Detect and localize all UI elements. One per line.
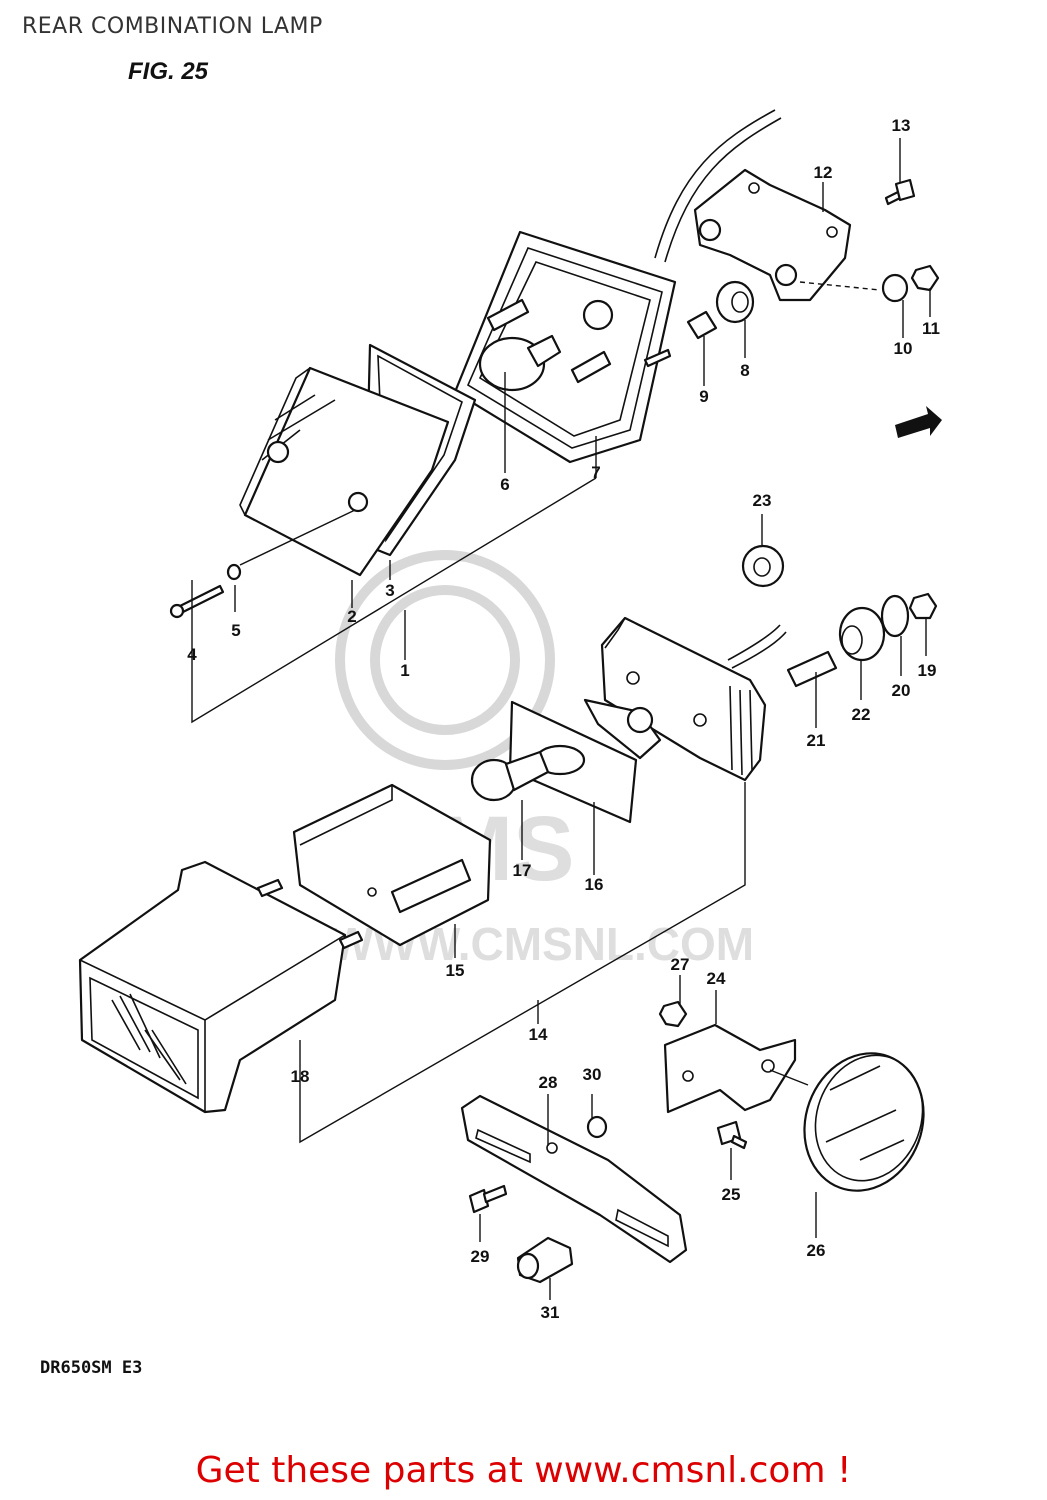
label-20: 20: [892, 681, 911, 700]
label-16: 16: [585, 875, 604, 894]
part-2-lens: [239, 366, 450, 577]
part-number-labels: 1 2 3 4 5 6 7 8 9 10 11 12 13 14 15 16 1…: [187, 116, 940, 1322]
part-25-screw: [716, 1120, 748, 1150]
label-31: 31: [541, 1303, 560, 1322]
label-14: 14: [529, 1025, 548, 1044]
label-11: 11: [922, 319, 940, 338]
leader-lines: [191, 138, 931, 1300]
label-5: 5: [231, 621, 240, 640]
label-22: 22: [852, 705, 871, 724]
label-2: 2: [347, 607, 356, 626]
exploded-parts-diagram: CMS WWW.CMSNL.COM: [78, 109, 942, 1322]
label-18: 18: [291, 1067, 310, 1086]
part-4-screw: [169, 584, 225, 619]
label-1: 1: [400, 661, 409, 680]
wire: [654, 109, 776, 259]
part-17-bulb: [470, 750, 550, 802]
part-20-washer: [880, 594, 910, 638]
label-3: 3: [385, 581, 394, 600]
label-15: 15: [446, 961, 465, 980]
part-13-bolt: [884, 178, 916, 206]
part-30-washer: [586, 1115, 608, 1139]
part-29-screw: [468, 1184, 508, 1214]
part-10-washer: [881, 273, 909, 303]
part-5-washer: [226, 563, 242, 581]
label-10: 10: [894, 339, 913, 358]
label-24: 24: [707, 969, 726, 988]
label-28: 28: [539, 1073, 558, 1092]
part-26-round-reflector: [803, 1052, 925, 1192]
part-28-license-bracket: [460, 1094, 688, 1264]
part-23-grommet: [741, 544, 785, 588]
part-27-nut: [658, 1000, 688, 1028]
part-8-grommet: [715, 280, 755, 324]
page-title: REAR COMBINATION LAMP: [22, 14, 323, 39]
front-direction-arrow: [895, 406, 942, 438]
part-12-bracket: [693, 168, 852, 302]
label-19: 19: [918, 661, 937, 680]
label-17: 17: [513, 861, 532, 880]
part-24-reflector-bracket: [663, 1023, 797, 1114]
label-23: 23: [753, 491, 772, 510]
label-12: 12: [814, 163, 833, 182]
figure-number: FIG. 25: [128, 58, 209, 85]
label-7: 7: [591, 463, 600, 482]
label-30: 30: [583, 1065, 602, 1084]
promo-link[interactable]: Get these parts at www.cmsnl.com !: [195, 1450, 852, 1491]
label-26: 26: [807, 1241, 826, 1260]
part-7-upper-housing: [453, 230, 677, 464]
label-13: 13: [892, 116, 911, 135]
part-19-nut: [908, 592, 938, 620]
label-21: 21: [807, 731, 826, 750]
part-21-collar: [786, 650, 838, 688]
part-9-collar: [686, 310, 718, 340]
part-16-bulb-socket: [508, 698, 662, 824]
part-31-cap: [516, 1236, 574, 1284]
stud: [643, 348, 672, 368]
label-8: 8: [740, 361, 749, 380]
label-4: 4: [187, 645, 197, 664]
part-6-bulb: [478, 334, 562, 392]
label-27: 27: [671, 955, 690, 974]
part-11-nut: [910, 264, 940, 292]
label-6: 6: [500, 475, 509, 494]
model-code: DR650SM E3: [40, 1358, 143, 1378]
part-18-lens: [78, 860, 364, 1114]
label-25: 25: [722, 1185, 741, 1204]
label-9: 9: [699, 387, 708, 406]
part-22-grommet: [838, 606, 886, 662]
part-15-reflector: [292, 783, 492, 947]
label-29: 29: [471, 1247, 490, 1266]
